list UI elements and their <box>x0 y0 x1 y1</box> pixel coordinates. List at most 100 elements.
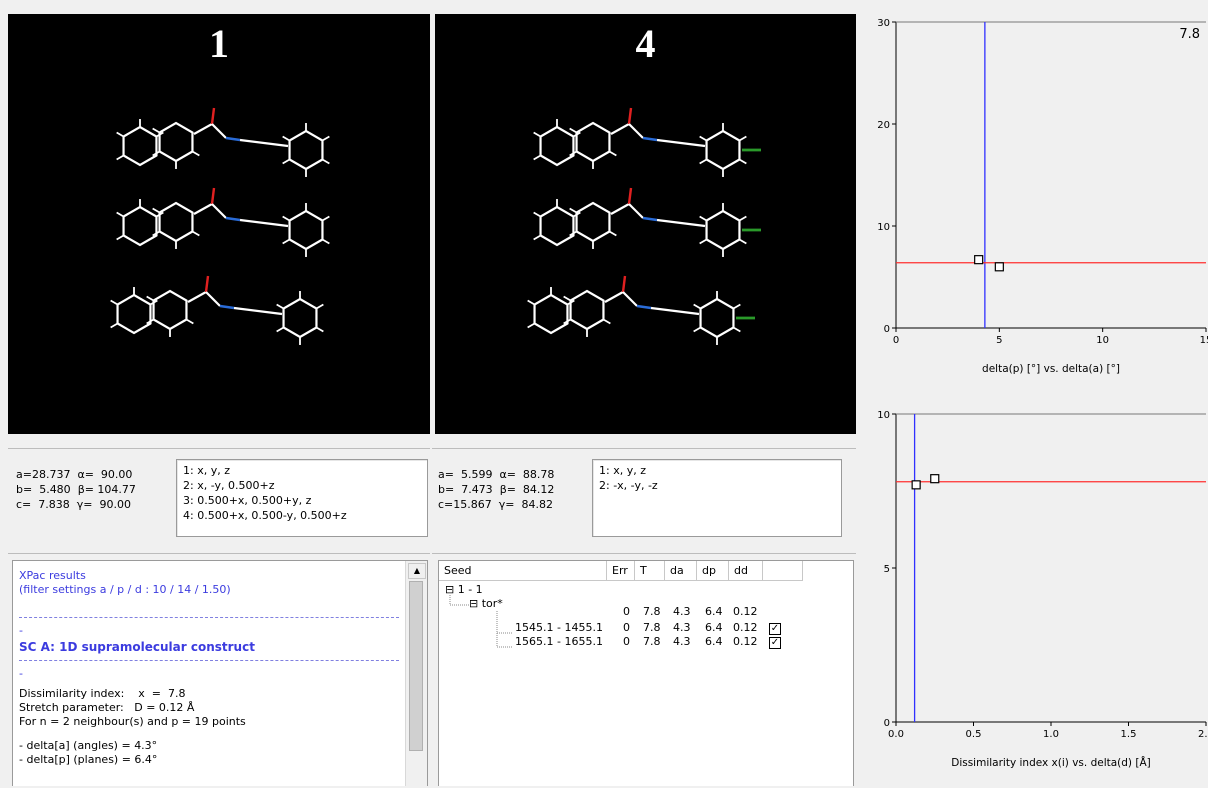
ring <box>705 209 741 251</box>
dd-value: 0.12 <box>733 621 758 634</box>
h-bond <box>739 215 747 222</box>
amide-n <box>225 136 241 142</box>
h-bond <box>603 318 611 325</box>
leaf-label[interactable]: 1565.1 - 1655.1 <box>515 635 603 648</box>
h-bond <box>533 154 541 161</box>
data-point <box>911 480 921 490</box>
h-bond <box>152 230 160 237</box>
cell-c: c=15.867 <box>438 498 492 511</box>
h-bond <box>116 154 124 161</box>
h-bond <box>533 234 541 241</box>
h-bond <box>110 299 118 306</box>
ring <box>152 289 188 331</box>
tree-connectors <box>449 595 513 648</box>
cell-gamma: γ= 84.82 <box>498 498 553 511</box>
leaf-checkbox[interactable]: ✓ <box>769 623 781 635</box>
h-bond <box>186 318 194 325</box>
molecule <box>533 107 761 177</box>
bond <box>628 203 644 219</box>
da-value: 4.3 <box>673 605 691 618</box>
column-dd[interactable]: dd <box>729 561 763 581</box>
column-err[interactable]: Err <box>607 561 635 581</box>
ring <box>122 205 158 247</box>
h-bond <box>699 215 707 222</box>
bond <box>610 203 630 215</box>
data-point <box>974 255 984 265</box>
bond <box>628 123 644 139</box>
dp-value: 6.4 <box>705 635 723 648</box>
structure-viewer-4[interactable]: 4 <box>435 14 856 434</box>
carbonyl-o <box>210 107 216 125</box>
ring <box>116 293 152 335</box>
amide-n <box>225 216 241 222</box>
molecule <box>527 275 755 345</box>
symop: 2: -x, -y, -z <box>599 479 658 492</box>
plot-top-svg: 0102030051015delta(p) [°] vs. delta(a) [… <box>877 18 1208 375</box>
column-t[interactable]: T <box>635 561 665 581</box>
scroll-up-button[interactable]: ▲ <box>408 563 426 579</box>
amide-n <box>219 304 235 310</box>
results-content: XPac results (filter settings a / p / d … <box>19 569 399 767</box>
da-value: 4.3 <box>673 635 691 648</box>
results-scrollbar[interactable]: ▲ <box>405 561 427 786</box>
structure-viewer-1[interactable]: 1 <box>8 14 430 434</box>
cell-gamma: γ= 90.00 <box>76 498 131 511</box>
delta-planes: - delta[p] (planes) = 6.4° <box>19 753 158 766</box>
cell-panel-1: a=28.737 α= 90.00 b= 5.480 β= 104.77 c= … <box>8 448 430 554</box>
cell-beta: β= 84.12 <box>499 483 555 496</box>
bond <box>656 138 706 148</box>
seed-tree-panel[interactable]: Seed Err T da dp dd ⊟ 1 - 1 ⊟ tor* 0 7.8… <box>438 560 854 786</box>
h-bond <box>152 127 160 134</box>
molecule-stack <box>110 107 330 345</box>
h-bond <box>693 303 701 310</box>
column-seed[interactable]: Seed <box>439 561 607 581</box>
column-da[interactable]: da <box>665 561 697 581</box>
filter-settings: (filter settings a / p / d : 10 / 14 / 1… <box>19 583 231 596</box>
tree-node-tor[interactable]: ⊟ tor* <box>469 597 503 611</box>
y-tick-label: 20 <box>877 120 890 131</box>
bond <box>604 291 624 303</box>
h-bond <box>192 230 200 237</box>
collapse-icon[interactable]: ⊟ <box>445 583 455 596</box>
ring <box>288 209 324 251</box>
h-bond <box>739 158 747 165</box>
h-bond <box>533 211 541 218</box>
tree-root-label: 1 - 1 <box>457 583 483 596</box>
y-tick-label: 10 <box>877 410 890 421</box>
dissimilarity-index: Dissimilarity index: x = 7.8 <box>19 687 186 700</box>
plot-top[interactable]: 0102030051015delta(p) [°] vs. delta(a) [… <box>860 14 1208 394</box>
results-text-panel[interactable]: XPac results (filter settings a / p / d … <box>12 560 428 786</box>
h-bond <box>282 238 290 245</box>
bond <box>656 218 706 228</box>
h-bond <box>569 127 577 134</box>
cell-a: a=28.737 <box>16 468 71 481</box>
y-tick-label: 0 <box>884 324 890 335</box>
symop: 1: x, y, z <box>599 464 646 477</box>
symop: 2: x, -y, 0.500+z <box>183 479 275 492</box>
scroll-thumb[interactable] <box>409 581 423 751</box>
column-dp[interactable]: dp <box>697 561 729 581</box>
sc-title: SC A: 1D supramolecular construct <box>19 640 255 654</box>
h-bond <box>282 215 290 222</box>
h-bond <box>276 303 284 310</box>
h-bond <box>146 295 154 302</box>
symop: 4: 0.500+x, 0.500-y, 0.500+z <box>183 509 347 522</box>
bond <box>610 123 630 135</box>
leaf-checkbox[interactable]: ✓ <box>769 637 781 649</box>
collapse-icon[interactable]: ⊟ <box>469 597 479 610</box>
column-check <box>763 561 803 581</box>
molecule <box>116 107 330 177</box>
x-axis-label: delta(p) [°] vs. delta(a) [°] <box>982 363 1120 375</box>
corner-label: 7.8 <box>1179 27 1200 42</box>
molecule <box>533 187 761 257</box>
h-bond <box>699 158 707 165</box>
tree-root[interactable]: ⊟ 1 - 1 <box>445 583 483 597</box>
x-tick-label: 15 <box>1200 335 1208 346</box>
leaf-label[interactable]: 1545.1 - 1455.1 <box>515 621 603 634</box>
h-bond <box>733 326 741 333</box>
cell-c: c= 7.838 <box>16 498 70 511</box>
h-bond <box>322 215 330 222</box>
err-value: 0 <box>623 605 630 618</box>
h-bond <box>322 238 330 245</box>
